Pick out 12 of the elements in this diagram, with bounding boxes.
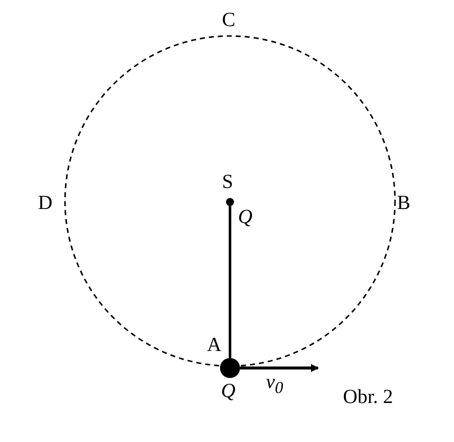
velocity-label: v$_{0}$	[266, 372, 284, 397]
point-dot	[220, 358, 240, 378]
point-dot	[226, 198, 234, 206]
charge-label: Q	[221, 381, 236, 401]
point-label: S	[222, 172, 234, 192]
figure-caption: Obr. 2	[343, 387, 393, 407]
charge-label: Q	[238, 207, 252, 227]
point-label: C	[222, 10, 236, 30]
point-label: B	[397, 193, 410, 213]
point-label: A	[207, 335, 222, 355]
point-label: D	[38, 193, 52, 213]
connector-line	[228, 206, 232, 358]
